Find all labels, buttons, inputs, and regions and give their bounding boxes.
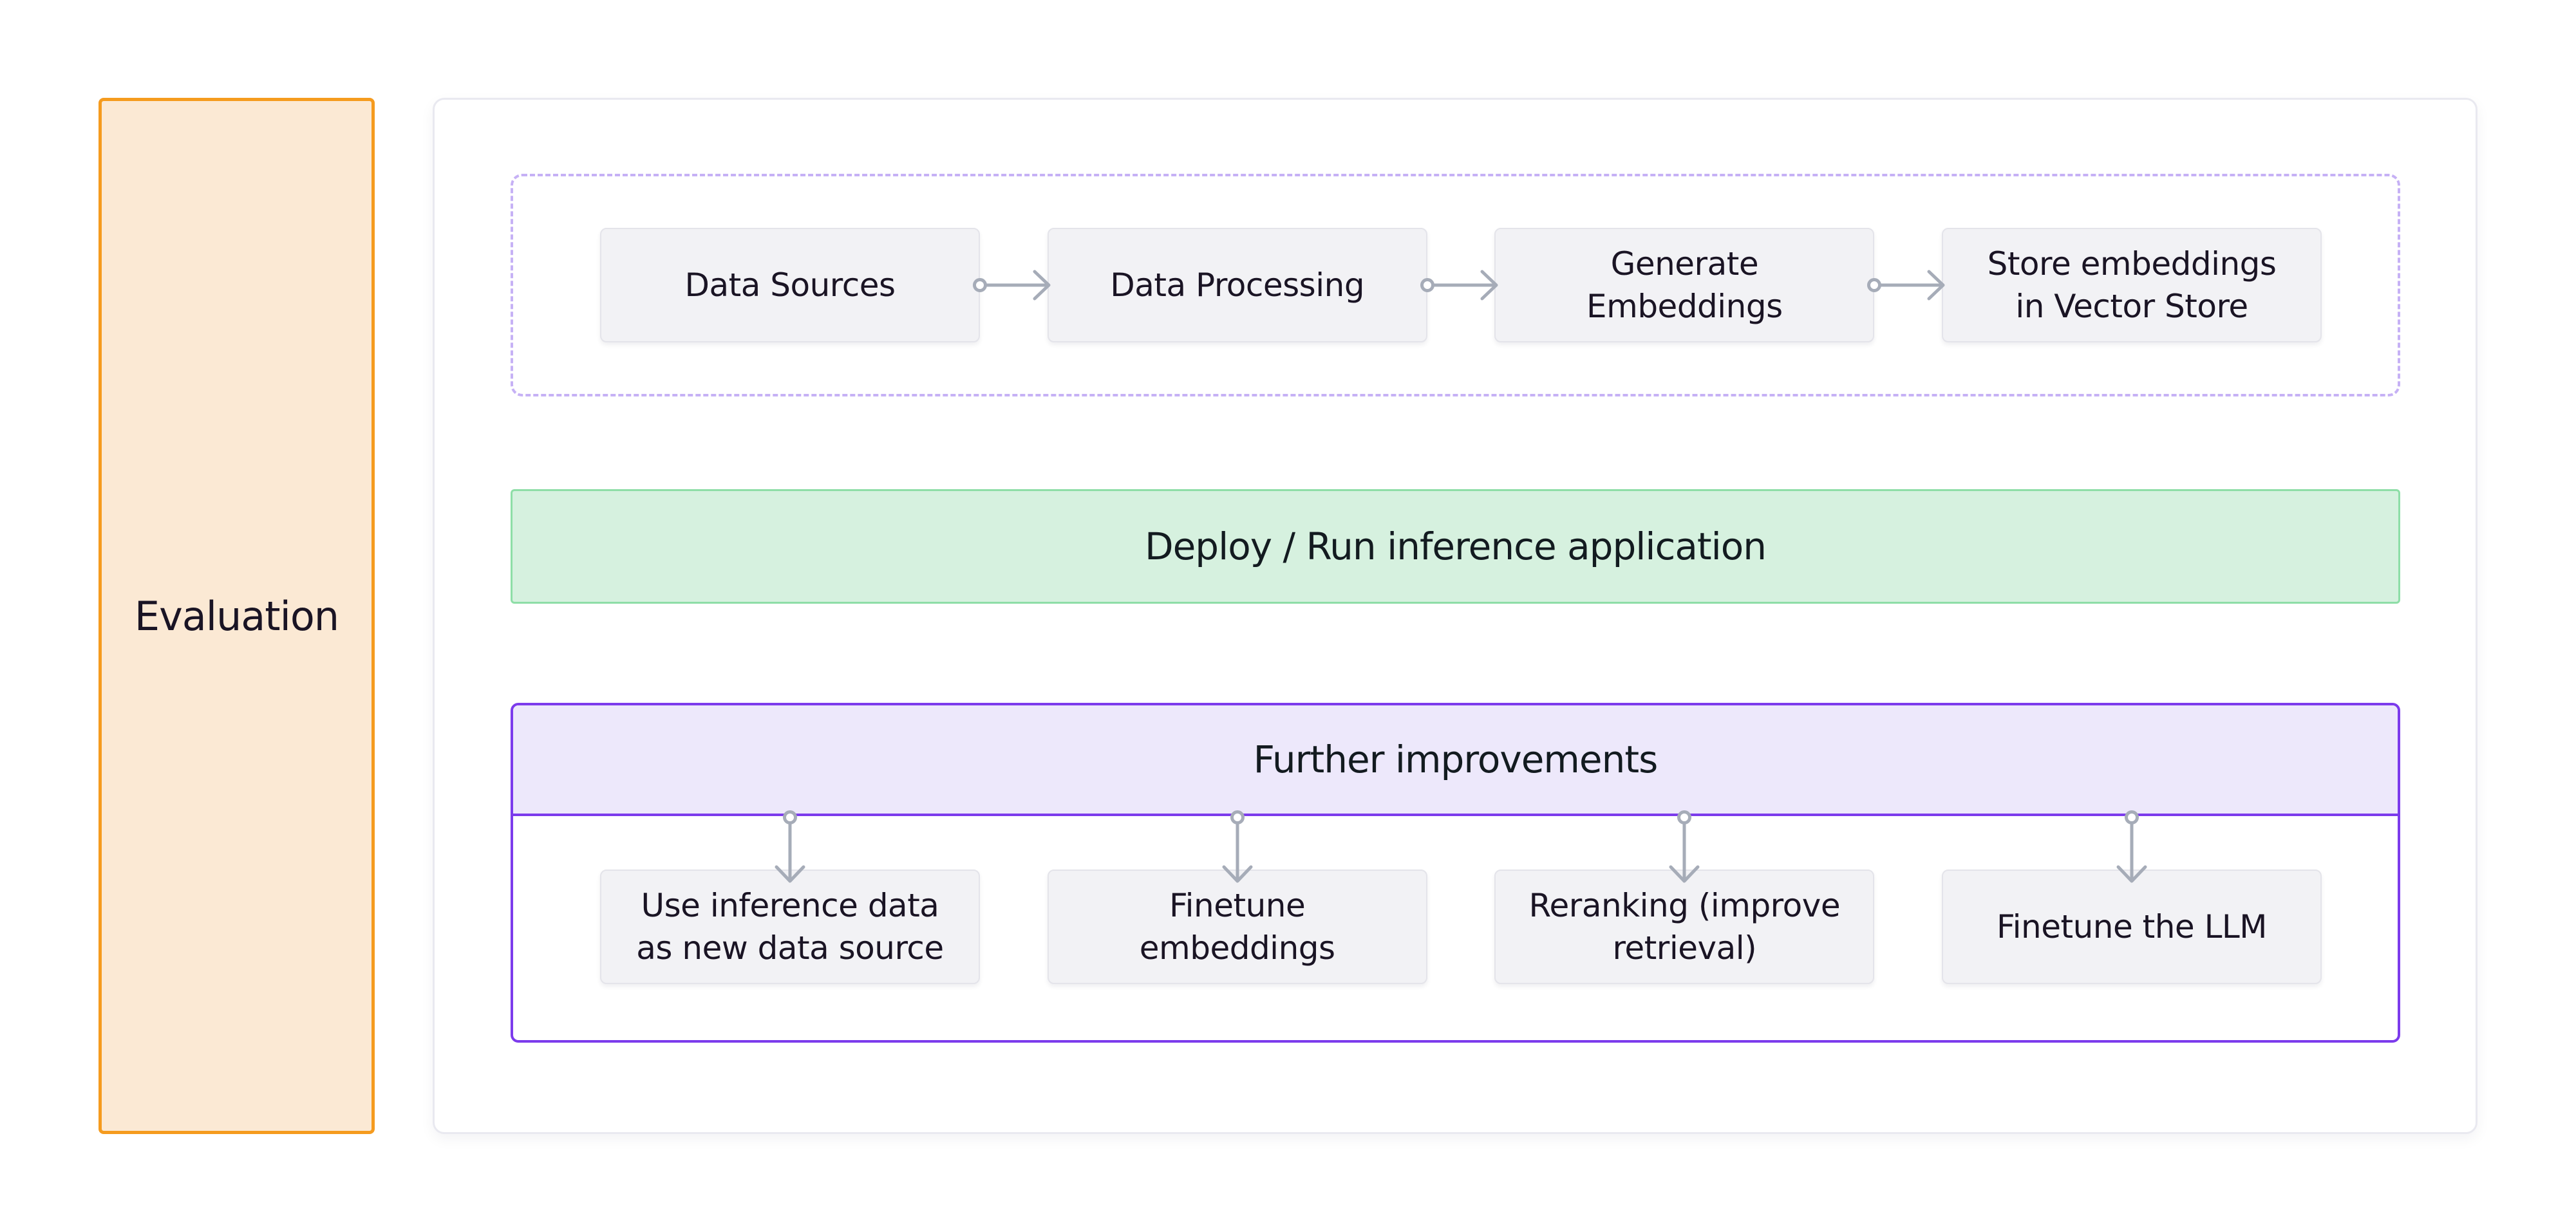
right-arrow-icon [1420, 270, 1498, 301]
ingestion-row: Data Sources Data Processing [600, 228, 2322, 342]
node-finetune-embeddings-label: Finetune embeddings [1139, 887, 1335, 967]
node-use-inference-data: Use inference data as new data source [600, 810, 980, 984]
flow-connector [1420, 265, 1498, 305]
down-arrow-icon [775, 810, 805, 883]
evaluation-label: Evaluation [134, 592, 339, 640]
down-arrow-icon [1669, 810, 1700, 883]
flow-connector [973, 265, 1051, 305]
node-store-embeddings-label: Store embeddings in Vector Store [1987, 245, 2277, 325]
deploy-bar-label: Deploy / Run inference application [1144, 525, 1767, 568]
ingestion-group: Data Sources Data Processing [511, 174, 2400, 396]
node-finetune-llm: Finetune the LLM [1941, 810, 2322, 984]
node-finetune-llm-label: Finetune the LLM [1997, 908, 2267, 945]
improvements-group: Further improvements Use inference data … [511, 703, 2400, 1043]
improvements-body: Use inference data as new data source Fi… [513, 810, 2398, 1038]
down-arrow-icon [1222, 810, 1253, 883]
improvements-title: Further improvements [1253, 738, 1659, 781]
node-generate-embeddings: Generate Embeddings [1494, 228, 1875, 342]
right-arrow-icon [973, 270, 1051, 301]
node-reranking: Reranking (improve retrieval) [1494, 810, 1875, 984]
down-arrow-icon [2116, 810, 2147, 883]
node-use-inference-data-label: Use inference data as new data source [636, 887, 944, 967]
node-store-embeddings: Store embeddings in Vector Store [1942, 228, 2322, 342]
node-generate-embeddings-label: Generate Embeddings [1586, 245, 1783, 325]
node-data-sources: Data Sources [600, 228, 980, 342]
node-data-processing: Data Processing [1047, 228, 1427, 342]
right-arrow-icon [1867, 270, 1945, 301]
improvements-row: Use inference data as new data source Fi… [600, 810, 2322, 984]
evaluation-box: Evaluation [99, 98, 375, 1134]
improvements-header: Further improvements [513, 705, 2398, 816]
flow-connector [1867, 265, 1945, 305]
node-data-processing-label: Data Processing [1110, 266, 1365, 304]
deploy-bar: Deploy / Run inference application [511, 489, 2400, 604]
node-reranking-label: Reranking (improve retrieval) [1528, 887, 1841, 967]
node-data-sources-label: Data Sources [684, 266, 896, 304]
pipeline-panel: Data Sources Data Processing [433, 98, 2477, 1134]
node-finetune-embeddings: Finetune embeddings [1047, 810, 1427, 984]
